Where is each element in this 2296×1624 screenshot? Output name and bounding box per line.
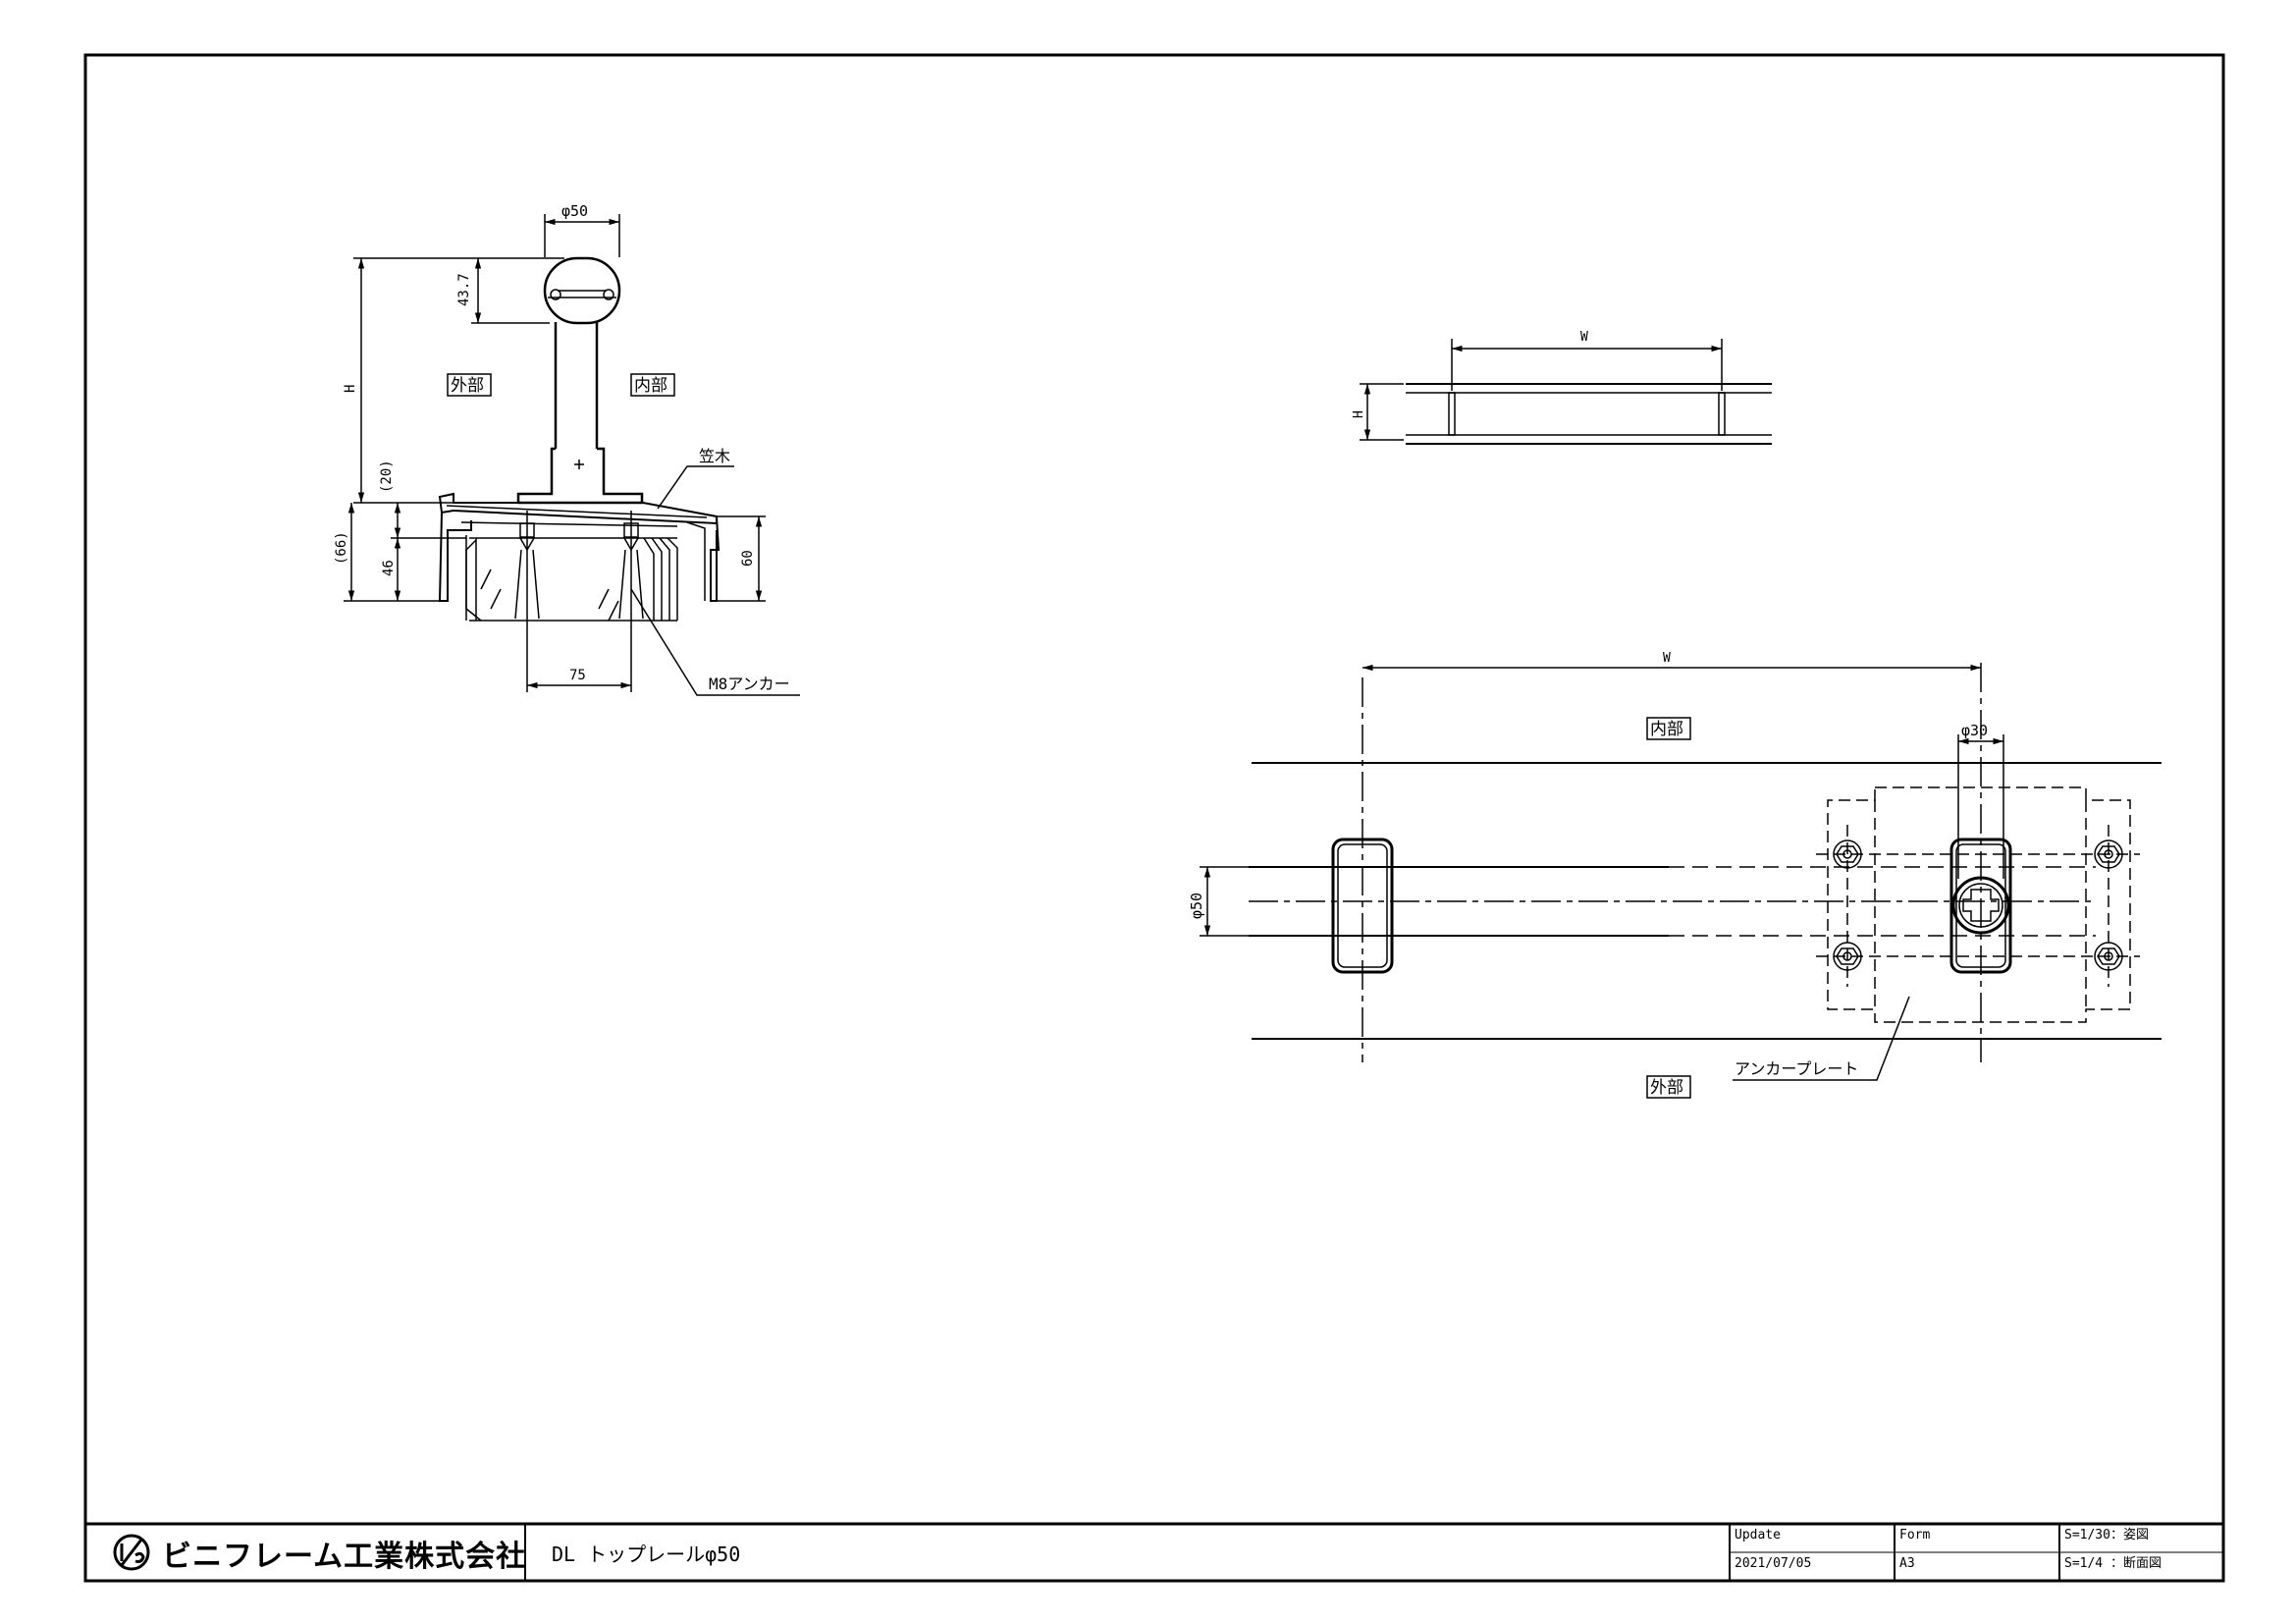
elev-dim-width-label: W xyxy=(1580,330,1588,345)
callout-anchor-leader xyxy=(630,588,800,696)
form-label: Form xyxy=(1899,1528,1931,1543)
section-label-outside-box xyxy=(447,373,492,397)
plan-dim-post-dia-label: φ30 xyxy=(1961,722,1988,739)
callout-kasagi-label: 笠木 xyxy=(699,447,730,465)
section-handrail-profile xyxy=(543,256,621,325)
plan-label-inside: 内部 xyxy=(1650,720,1683,739)
section-label-outside: 外部 xyxy=(451,376,484,396)
callout-kasagi-leader xyxy=(657,465,734,510)
update-date: 2021/07/05 xyxy=(1735,1556,1812,1571)
dim-head-label: 43.7 xyxy=(456,273,472,306)
sheet-border xyxy=(83,53,2225,1583)
plan-callout-plate-label: アンカープレート xyxy=(1735,1059,1858,1078)
plan-dim-rail-dia-label: φ50 xyxy=(1188,893,1205,919)
section-anchor-right xyxy=(618,511,644,648)
section-label-inside-box xyxy=(630,373,675,397)
plan-dim-width-label: W xyxy=(1663,651,1671,666)
dim-pipe-dia-label: φ50 xyxy=(561,202,588,220)
section-kasagi xyxy=(438,492,718,525)
section-label-inside: 内部 xyxy=(634,376,667,396)
dim-60-label: 60 xyxy=(740,550,756,567)
dim-height-label: H xyxy=(343,385,358,393)
company-logo-icon xyxy=(113,1534,150,1571)
scale-elevation: S=1/30：姿図 xyxy=(2064,1528,2149,1543)
dim-75-label: 75 xyxy=(569,668,586,683)
title-block-grid xyxy=(85,1522,2223,1581)
plan-label-outside-box xyxy=(1646,1075,1691,1099)
plan-callout-plate-leader xyxy=(1733,996,1910,1081)
section-view xyxy=(344,214,800,696)
scale-section: S=1/4 ：断面図 xyxy=(2064,1556,2162,1571)
plan-label-outside: 外部 xyxy=(1650,1078,1683,1098)
company-name: ビニフレーム工業株式会社 xyxy=(162,1540,527,1574)
update-label: Update xyxy=(1735,1528,1781,1543)
elev-dim-height-label: H xyxy=(1352,410,1366,418)
callout-anchor-label: M8アンカー xyxy=(709,675,790,693)
section-anchor-left xyxy=(514,511,540,648)
form-value: A3 xyxy=(1899,1556,1915,1571)
plan-anchor-plate xyxy=(1827,786,2131,1023)
dim-66-label: (66) xyxy=(334,531,349,565)
elevation-view xyxy=(1360,339,1772,445)
plan-view xyxy=(1200,663,2162,1099)
dim-20-label: (20) xyxy=(379,460,395,493)
dim-46-label: 46 xyxy=(381,560,397,576)
plan-label-inside-box xyxy=(1646,717,1691,740)
drawing-title: DL トップレールφ50 xyxy=(552,1543,741,1566)
